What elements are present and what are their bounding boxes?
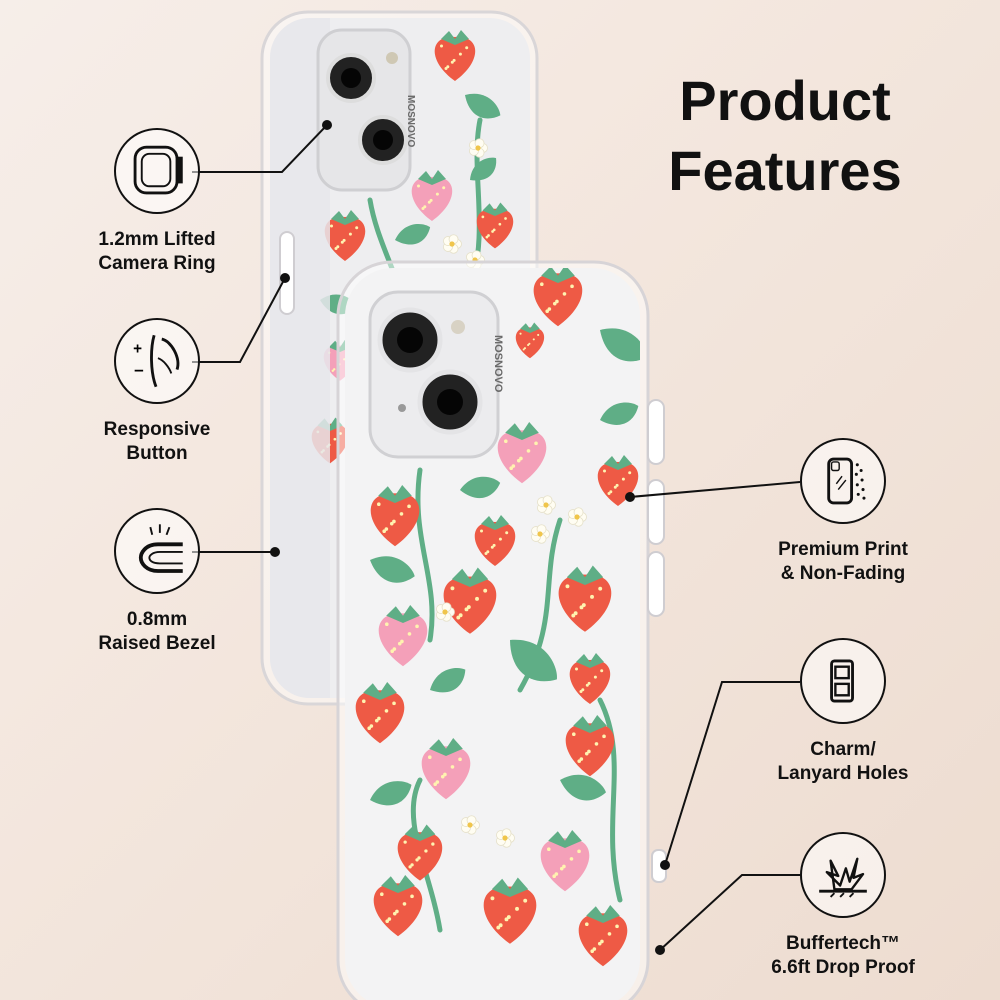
feature-responsive-button: + – Responsive Button	[62, 318, 252, 466]
back-camera-module	[316, 28, 412, 192]
feature-label-line-2: Button	[126, 443, 188, 464]
feature-label-line-2: 6.6ft Drop Proof	[771, 957, 915, 978]
strawberry-decoration	[476, 202, 514, 249]
strawberry-decoration	[421, 738, 471, 800]
leaf-decoration	[600, 402, 639, 425]
strawberry-decoration	[324, 210, 366, 261]
feature-premium-print: Premium Print & Non-Fading	[748, 438, 938, 586]
feature-raised-bezel: 0.8mm Raised Bezel	[62, 508, 252, 656]
leaf-decoration	[560, 774, 606, 801]
feature-label-line-1: Premium Print	[778, 539, 908, 560]
strawberry-decoration	[378, 605, 428, 667]
flower-decoration	[461, 815, 480, 835]
back-brand-text: MOSNOVO	[405, 95, 416, 147]
strawberry-decoration	[397, 824, 443, 881]
leaf-decoration	[600, 328, 640, 362]
front-camera-module	[368, 290, 500, 459]
strawberry-decoration	[533, 268, 583, 327]
leaf-decoration	[470, 157, 497, 181]
strawberry-decoration	[443, 567, 497, 634]
svg-text:–: –	[134, 359, 144, 379]
flower-decoration	[436, 602, 455, 622]
strawberry-decoration	[497, 422, 547, 484]
leaf-decoration	[430, 667, 466, 693]
camera-ring-icon	[114, 128, 200, 214]
flower-decoration	[443, 234, 462, 254]
strawberry-decoration	[558, 565, 612, 632]
feature-drop-proof: Buffertech™ 6.6ft Drop Proof	[748, 832, 938, 980]
leaf-decoration	[395, 223, 431, 245]
strawberry-decoration	[483, 877, 537, 944]
feature-label-line-2: Camera Ring	[98, 253, 216, 274]
leaf-decoration	[460, 476, 501, 499]
feature-lanyard-holes: Charm/ Lanyard Holes	[748, 638, 938, 786]
title-line-2: Features	[668, 139, 902, 202]
svg-text:+: +	[133, 340, 142, 357]
feature-label-line-1: 1.2mm Lifted	[98, 229, 216, 250]
strawberry-decoration	[370, 485, 420, 547]
flower-decoration	[568, 507, 587, 527]
title-line-1: Product	[679, 69, 891, 132]
leaf-decoration	[510, 639, 557, 682]
leaf-decoration	[465, 93, 501, 119]
page-title: Product Features	[635, 66, 935, 206]
flower-decoration	[531, 524, 550, 544]
strawberry-decoration	[565, 715, 615, 777]
front-brand-text: MOSNOVO	[492, 335, 504, 393]
bezel-icon	[114, 508, 200, 594]
feature-label-line-1: Charm/	[810, 739, 876, 760]
flower-decoration	[537, 495, 556, 515]
strawberry-decoration	[355, 682, 405, 744]
leaf-decoration	[370, 781, 412, 806]
leaf-decoration	[370, 556, 415, 583]
strawberry-decoration	[569, 653, 611, 704]
flower-decoration	[496, 828, 515, 848]
feature-label-line-1: Buffertech™	[785, 933, 900, 954]
button-icon: + –	[114, 318, 200, 404]
lanyard-hole-icon	[800, 638, 886, 724]
feature-label-line-2: Raised Bezel	[98, 633, 216, 654]
front-phone-case: MOSNOVO	[336, 260, 667, 1000]
print-icon	[800, 438, 886, 524]
strawberry-decoration	[515, 322, 545, 359]
strawberry-decoration	[540, 830, 590, 892]
feature-label-line-2: & Non-Fading	[780, 563, 906, 584]
flower-decoration	[469, 138, 488, 158]
strawberry-decoration	[411, 170, 453, 221]
drop-proof-icon	[800, 832, 886, 918]
strawberry-decoration	[373, 875, 423, 937]
feature-camera-ring: 1.2mm Lifted Camera Ring	[62, 128, 252, 276]
callout-lines	[192, 124, 801, 951]
strawberry-decoration	[474, 515, 516, 566]
strawberry-decoration	[578, 905, 628, 967]
strawberry-decoration	[434, 30, 476, 81]
feature-label-line-2: Lanyard Holes	[777, 763, 909, 784]
feature-label-line-1: Responsive	[103, 419, 211, 440]
feature-label-line-1: 0.8mm	[126, 609, 188, 630]
